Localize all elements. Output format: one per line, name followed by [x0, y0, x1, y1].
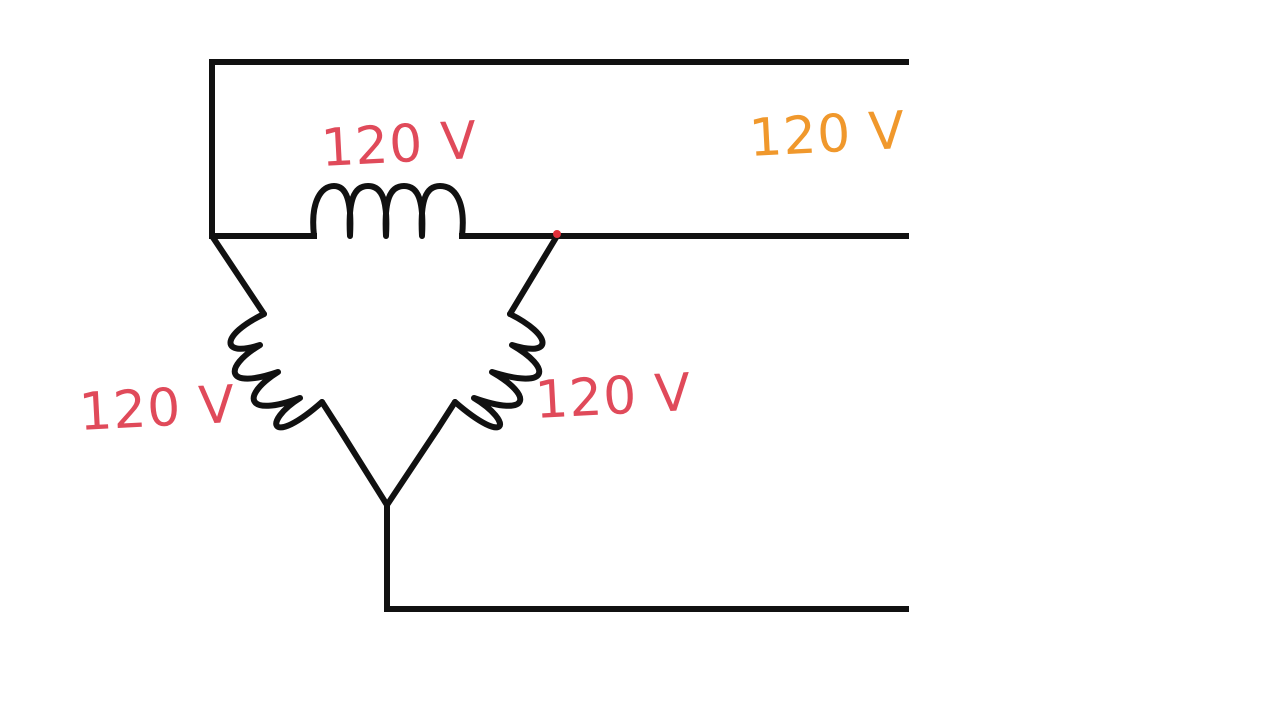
- left-coil-voltage-label: 120 V: [78, 375, 237, 443]
- bottom-wire: [384, 502, 909, 612]
- right-coil: [384, 233, 560, 508]
- line-voltage-label: 120 V: [748, 101, 907, 169]
- top-wire: [209, 59, 909, 239]
- junction-dot: [553, 230, 561, 238]
- top-coil-voltage-label: 120 V: [320, 111, 479, 179]
- left-coil: [209, 233, 390, 508]
- top-coil: [310, 183, 466, 239]
- right-coil-voltage-label: 120 V: [534, 363, 693, 431]
